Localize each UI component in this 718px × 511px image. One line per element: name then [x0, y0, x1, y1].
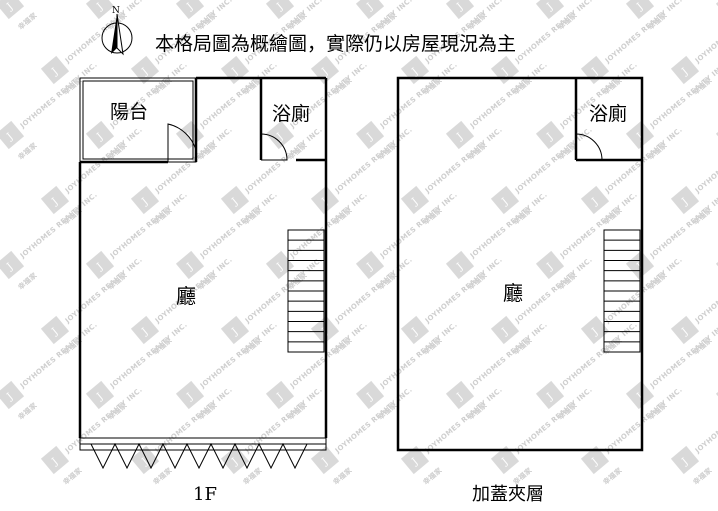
svg-text:J: J [94, 261, 105, 273]
svg-text:J: J [364, 391, 375, 403]
svg-text:J: J [184, 261, 195, 273]
svg-text:J: J [634, 131, 645, 143]
svg-text:J: J [139, 326, 150, 338]
staircase-1f [288, 239, 324, 343]
svg-text:J: J [499, 66, 510, 78]
svg-text:J: J [94, 391, 105, 403]
svg-text:J: J [184, 391, 195, 403]
svg-text:J: J [589, 66, 600, 78]
svg-text:J: J [274, 391, 285, 403]
compass-icon: N [101, 6, 133, 56]
svg-text:幸福家: 幸福家 [331, 465, 354, 486]
svg-text:J: J [634, 391, 645, 403]
svg-text:J: J [184, 1, 195, 13]
svg-text:J: J [49, 456, 60, 468]
svg-text:J: J [274, 261, 285, 273]
svg-text:J: J [364, 1, 375, 13]
svg-text:J: J [274, 131, 285, 143]
svg-text:J: J [409, 456, 420, 468]
svg-text:幸福家: 幸福家 [601, 465, 624, 486]
svg-text:J: J [139, 456, 150, 468]
room-label-bathroom-1f: 浴廁 [272, 102, 310, 125]
svg-text:J: J [454, 131, 465, 143]
disclaimer-note: 本格局圖為概繪圖，實際仍以房屋現況為主 [155, 33, 516, 55]
svg-text:幸福家: 幸福家 [16, 400, 39, 421]
svg-text:幸福家: 幸福家 [61, 465, 84, 486]
svg-text:J: J [4, 131, 15, 143]
svg-text:J: J [4, 391, 15, 403]
compass-north-label: N [112, 6, 120, 16]
svg-text:J: J [634, 1, 645, 13]
svg-text:JOYHOMES REALTY INC.: JOYHOMES REALTY INC. [693, 0, 718, 65]
svg-text:J: J [274, 1, 285, 13]
svg-text:J: J [454, 391, 465, 403]
svg-text:J: J [364, 261, 375, 273]
svg-text:J: J [94, 131, 105, 143]
svg-text:J: J [319, 66, 330, 78]
svg-text:J: J [679, 196, 690, 208]
svg-text:JOYHOMES REALTY INC.: JOYHOMES REALTY INC. [693, 386, 718, 456]
svg-text:幸福家: 幸福家 [16, 140, 39, 161]
staircase-mezzanine [604, 239, 640, 343]
svg-text:J: J [544, 261, 555, 273]
svg-text:幸福家: 幸福家 [691, 465, 714, 486]
floor-caption-1f: 1F [193, 484, 217, 505]
svg-text:幸福家: 幸福家 [421, 465, 444, 486]
svg-text:J: J [499, 456, 510, 468]
floor-plan-mezzanine [396, 76, 644, 452]
svg-text:幸福家: 幸福家 [241, 465, 264, 486]
svg-text:J: J [409, 196, 420, 208]
svg-text:J: J [49, 326, 60, 338]
svg-text:J: J [409, 66, 420, 78]
svg-text:J: J [49, 196, 60, 208]
svg-text:JOYHOMES REALTY INC.: JOYHOMES REALTY INC. [693, 126, 718, 196]
svg-text:J: J [229, 326, 240, 338]
svg-text:J: J [229, 196, 240, 208]
svg-text:幸福家: 幸福家 [151, 465, 174, 486]
svg-text:幸福家: 幸福家 [16, 10, 39, 31]
svg-text:J: J [184, 131, 195, 143]
svg-text:J: J [4, 261, 15, 273]
svg-text:J: J [589, 326, 600, 338]
room-label-bathroom-mezzanine: 浴廁 [589, 102, 627, 125]
floor-caption-mezzanine: 加蓋夾層 [472, 484, 544, 505]
svg-text:J: J [544, 391, 555, 403]
svg-text:J: J [364, 131, 375, 143]
svg-text:J: J [679, 66, 690, 78]
svg-text:J: J [499, 326, 510, 338]
svg-text:J: J [409, 326, 420, 338]
svg-text:J: J [229, 66, 240, 78]
svg-text:J: J [94, 1, 105, 13]
svg-text:J: J [139, 196, 150, 208]
svg-text:J: J [49, 66, 60, 78]
svg-text:J: J [319, 456, 330, 468]
room-label-hall-1f: 廳 [176, 284, 196, 308]
svg-text:J: J [499, 196, 510, 208]
svg-text:J: J [139, 66, 150, 78]
svg-text:J: J [544, 131, 555, 143]
svg-text:JOYHOMES REALTY INC.: JOYHOMES REALTY INC. [693, 256, 718, 326]
svg-text:J: J [589, 196, 600, 208]
svg-text:J: J [679, 326, 690, 338]
floor-plan-1f [78, 76, 328, 470]
svg-text:J: J [4, 1, 15, 13]
svg-text:J: J [454, 261, 465, 273]
svg-text:J: J [229, 456, 240, 468]
room-label-hall-mezzanine: 廳 [503, 281, 523, 305]
room-label-balcony: 陽台 [110, 101, 148, 123]
svg-text:J: J [589, 456, 600, 468]
svg-text:幸福家: 幸福家 [16, 270, 39, 291]
svg-text:J: J [544, 1, 555, 13]
svg-text:J: J [454, 1, 465, 13]
svg-text:J: J [679, 456, 690, 468]
